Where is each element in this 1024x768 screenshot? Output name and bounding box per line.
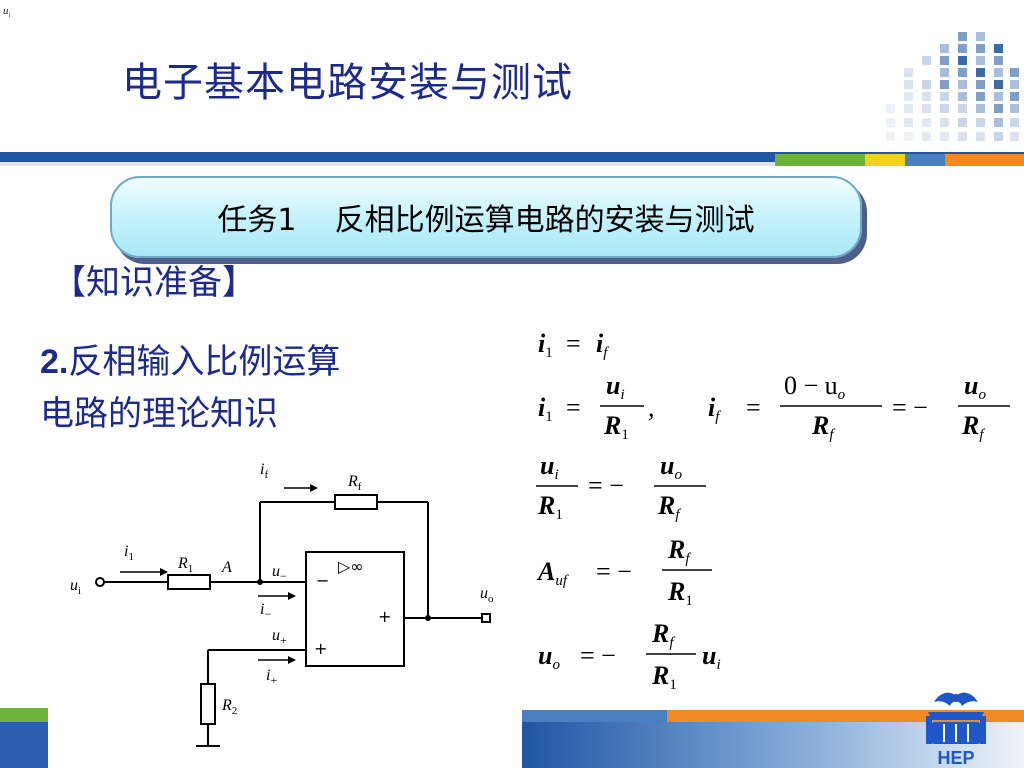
svg-text:uo: uo — [660, 451, 682, 483]
slide-title: 电子基本电路安装与测试 — [122, 60, 573, 106]
svg-text:ui: ui — [702, 641, 721, 673]
svg-text:ui: ui — [606, 371, 625, 403]
svg-text:Rf: Rf — [811, 411, 835, 443]
svg-text:=: = — [566, 393, 581, 422]
svg-text:= −: = − — [588, 471, 624, 500]
opamp-plus-output: + — [378, 607, 391, 626]
pixel-grid-decoration — [886, 32, 1019, 141]
subsection-title-line1: 反相输入比例运算 — [68, 342, 341, 382]
subsection-heading: 2.反相输入比例运算 电路的理论知识 — [40, 336, 470, 440]
svg-text:= −: = − — [580, 641, 616, 670]
output-terminal — [481, 613, 491, 623]
hep-logo: HEP — [926, 692, 986, 768]
label-i-1: i1 — [124, 543, 134, 563]
opamp-plus-input: + — [314, 639, 327, 658]
svg-text:Rf: Rf — [961, 411, 985, 443]
inverting-amplifier-circuit: if Rf i1 R1 A u− ui i− u+ i+ R2 uo ▷∞ − … — [48, 456, 522, 768]
junction-dot-a — [257, 579, 263, 585]
hep-logo-text: HEP — [937, 748, 974, 768]
svg-text:Rf: Rf — [667, 535, 691, 567]
svg-text:uo: uo — [538, 641, 560, 673]
label-r-2: R2 — [221, 697, 237, 717]
svg-text:R1: R1 — [603, 411, 629, 443]
equation-5: uo = − Rf R1 ui — [538, 619, 721, 693]
label-i-f: if — [260, 461, 268, 481]
task-label: 任务1 — [217, 203, 297, 238]
label-i-minus: i− — [260, 601, 271, 621]
label-node-a: A — [221, 559, 232, 576]
svg-text:0 − uo: 0 − uo — [784, 371, 846, 403]
label-i-plus: i+ — [266, 667, 277, 687]
task-banner-text: 任务1 反相比例运算电路的安装与测试 — [112, 178, 860, 256]
svg-text:= −: = − — [892, 393, 928, 422]
subsection-number: 2. — [40, 343, 69, 381]
label-u-o: uo — [480, 585, 494, 605]
label-r-1: R1 — [177, 555, 193, 575]
op-amp-box — [305, 551, 405, 667]
svg-text:= −: = − — [596, 557, 632, 586]
svg-text:Auf: Auf — [536, 557, 569, 589]
task-banner: 任务1 反相比例运算电路的安装与测试 — [110, 176, 862, 258]
equation-1: i1 = if — [538, 329, 609, 361]
resistor-r1 — [167, 574, 211, 590]
svg-text:R1: R1 — [537, 491, 563, 523]
corner-mark: ui — [3, 5, 11, 20]
top-color-band — [0, 152, 1024, 166]
label-u-plus: u+ — [272, 627, 287, 647]
formula-block: i1 = if i1 = ui R1 , if = 0 − uo Rf = − … — [536, 329, 1010, 693]
svg-text:uo: uo — [964, 371, 986, 403]
svg-text:Rf: Rf — [657, 491, 681, 523]
opamp-minus-sign: − — [316, 571, 329, 590]
svg-text:i1: i1 — [538, 393, 553, 425]
equation-3: ui R1 = − uo Rf — [536, 451, 706, 523]
svg-text:R1: R1 — [667, 577, 693, 609]
subsection-title-line2: 电路的理论知识 — [40, 394, 278, 434]
svg-text:=: = — [566, 329, 581, 358]
svg-text:,: , — [648, 393, 655, 422]
resistor-rf — [334, 494, 378, 510]
task-title: 反相比例运算电路的安装与测试 — [334, 203, 755, 238]
equation-2: i1 = ui R1 , if = 0 − uo Rf = − uo Rf — [538, 371, 1010, 443]
svg-text:if: if — [708, 393, 721, 425]
label-u-minus: u− — [272, 563, 287, 583]
equation-4: Auf = − Rf R1 — [536, 535, 712, 609]
label-r-f: Rf — [347, 473, 362, 493]
svg-text:Rf: Rf — [651, 619, 675, 651]
label-u-i: ui — [70, 577, 81, 597]
svg-text:if: if — [596, 329, 609, 361]
svg-text:=: = — [746, 393, 761, 422]
junction-dot-out — [425, 615, 431, 621]
resistor-r2 — [200, 683, 216, 725]
input-terminal — [95, 577, 105, 587]
svg-text:R1: R1 — [651, 661, 677, 693]
section-tag: 【知识准备】 — [52, 263, 256, 303]
svg-text:ui: ui — [540, 451, 559, 483]
opamp-gain-symbol: ▷∞ — [338, 557, 364, 576]
svg-text:i1: i1 — [538, 329, 553, 361]
